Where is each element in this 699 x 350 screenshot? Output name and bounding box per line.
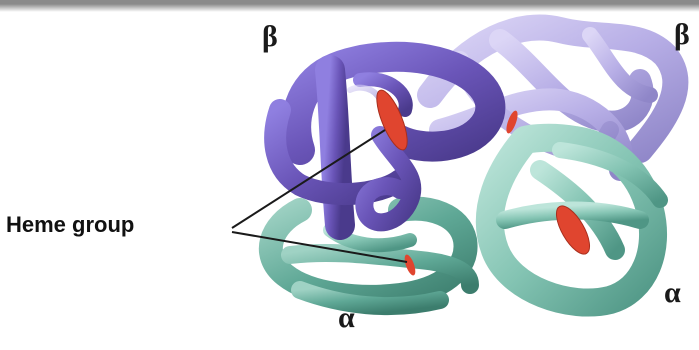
label-beta-right: β bbox=[674, 20, 690, 50]
heme-group-label: Heme group bbox=[6, 212, 134, 238]
label-alpha-right: α bbox=[664, 278, 681, 308]
label-alpha-left: α bbox=[338, 303, 355, 333]
beta-subunit-left bbox=[275, 57, 490, 225]
label-beta-left: β bbox=[262, 22, 278, 52]
